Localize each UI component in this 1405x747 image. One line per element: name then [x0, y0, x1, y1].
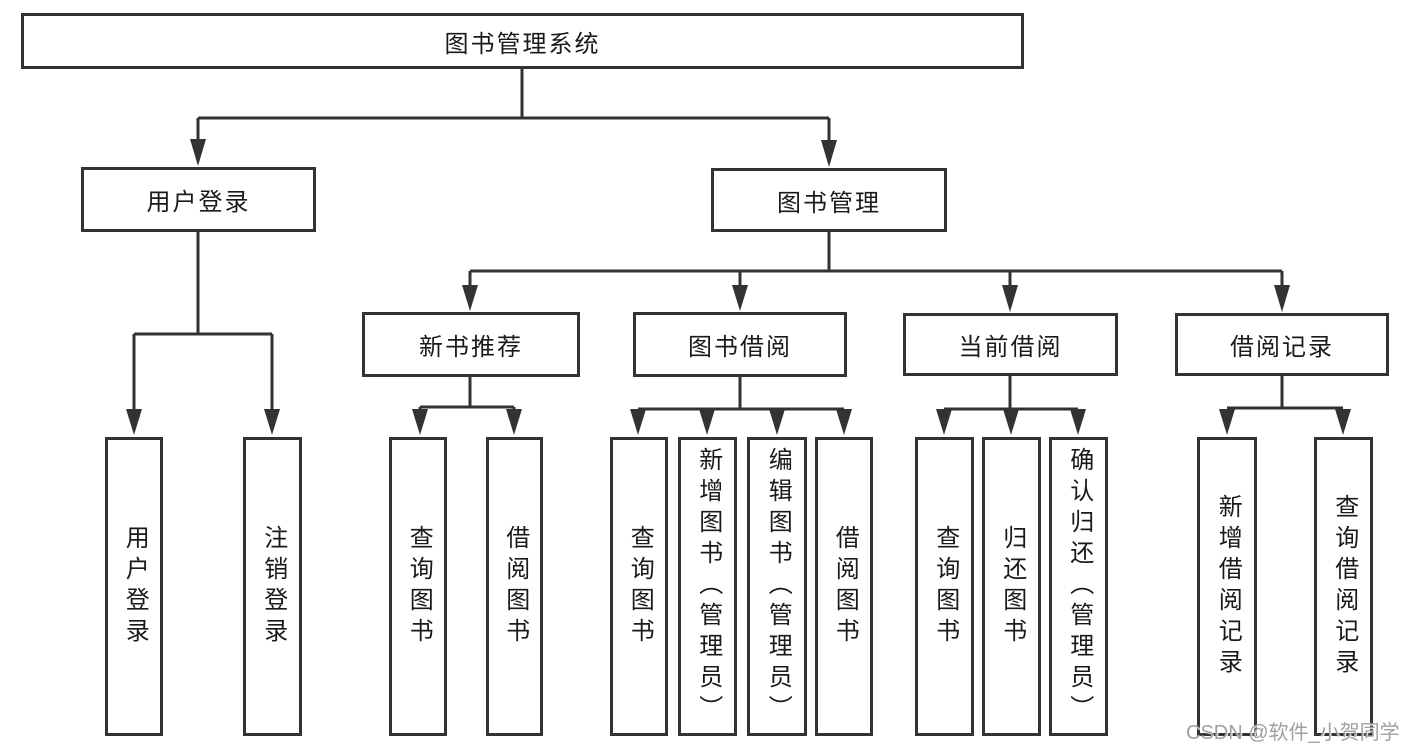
leaf-label: 归还图书	[998, 524, 1026, 649]
leaf-query-books-recommend: 查询图书	[389, 437, 447, 736]
leaf-label: 新增图书（管理员）	[694, 447, 722, 726]
connector-current-borrow-children	[936, 374, 1086, 435]
node-book-borrow: 图书借阅	[633, 312, 847, 377]
leaf-edit-books-admin: 编辑图书（管理员）	[747, 437, 807, 736]
arrowhead	[836, 409, 852, 435]
leaf-user-login: 用户登录	[105, 437, 163, 736]
arrowhead	[412, 409, 428, 435]
leaf-add-borrow-record: 新增借阅记录	[1197, 437, 1257, 736]
leaf-query-books-borrow: 查询图书	[610, 437, 668, 736]
arrowhead	[1335, 409, 1351, 435]
leaf-label: 查询图书	[931, 524, 959, 649]
leaf-add-books-admin: 新增图书（管理员）	[678, 437, 737, 736]
node-label: 图书借阅	[688, 334, 792, 361]
node-label: 用户登录	[146, 189, 251, 216]
arrowhead	[264, 409, 280, 435]
arrowhead	[1003, 409, 1019, 435]
connector-root-to-level2	[190, 67, 837, 167]
leaf-label: 确认归还（管理员）	[1065, 447, 1093, 726]
node-label: 借阅记录	[1230, 334, 1334, 361]
node-borrow-records: 借阅记录	[1175, 313, 1389, 376]
node-book-management: 图书管理	[711, 168, 947, 232]
arrowhead	[190, 139, 206, 166]
leaf-label: 借阅图书	[831, 524, 859, 649]
arrowhead	[699, 409, 715, 435]
node-user-login: 用户登录	[81, 167, 316, 232]
leaf-label: 新增借阅记录	[1214, 493, 1242, 680]
arrowhead	[462, 285, 478, 311]
node-label: 图书管理	[777, 189, 881, 217]
arrowhead	[630, 409, 646, 435]
leaf-label: 借阅图书	[501, 524, 529, 649]
arrowhead	[126, 409, 142, 435]
node-library-management-system: 图书管理系统	[21, 13, 1024, 69]
connector-user-login-children	[126, 230, 280, 435]
leaf-label: 用户登录	[121, 524, 149, 649]
leaf-query-borrow-record: 查询借阅记录	[1314, 437, 1373, 736]
node-label: 新书推荐	[419, 334, 523, 361]
connector-borrow-records-children	[1219, 374, 1351, 435]
node-label: 当前借阅	[958, 334, 1063, 361]
leaf-label: 编辑图书（管理员）	[764, 447, 792, 726]
leaf-label: 查询图书	[405, 524, 433, 649]
arrowhead	[506, 409, 522, 435]
arrowhead	[1070, 409, 1086, 435]
arrowhead	[1274, 285, 1290, 312]
leaf-borrow-books-recommend: 借阅图书	[486, 437, 543, 736]
leaf-confirm-return-admin: 确认归还（管理员）	[1049, 437, 1108, 736]
arrowhead	[1002, 285, 1018, 312]
arrowhead	[1219, 409, 1235, 435]
leaf-query-books-current: 查询图书	[915, 437, 974, 736]
leaf-label: 查询借阅记录	[1330, 493, 1358, 680]
node-new-book-recommend: 新书推荐	[362, 312, 580, 377]
connector-book-management-children	[462, 230, 1290, 312]
leaf-borrow-books-borrow: 借阅图书	[815, 437, 873, 736]
leaf-return-books: 归还图书	[982, 437, 1041, 736]
connector-book-borrow-children	[630, 375, 852, 435]
arrowhead	[936, 409, 952, 435]
arrowhead	[769, 409, 785, 435]
leaf-logout-login: 注销登录	[243, 437, 302, 736]
arrowhead	[732, 285, 748, 311]
leaf-label: 查询图书	[626, 524, 654, 649]
leaf-label: 注销登录	[259, 524, 287, 649]
node-current-borrow: 当前借阅	[903, 313, 1118, 376]
node-label: 图书管理系统	[444, 30, 601, 58]
arrowhead	[821, 140, 837, 167]
connector-new-book-children	[412, 375, 522, 435]
csdn-watermark: CSDN @软件_小贺同学	[1186, 722, 1400, 744]
